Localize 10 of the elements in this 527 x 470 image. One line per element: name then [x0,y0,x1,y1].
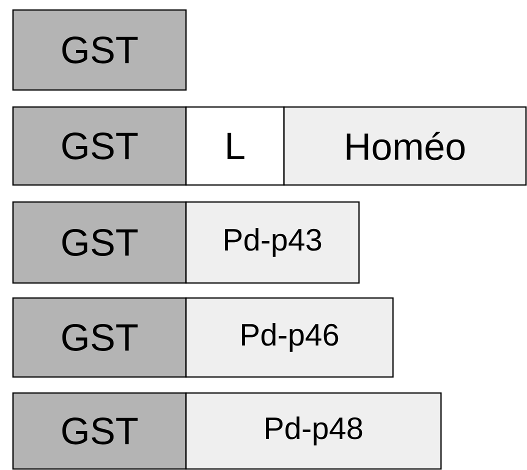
domain-box: Pd-p48 [185,392,442,470]
domain-box: GST [12,201,187,284]
domain-box: L [185,106,285,186]
domain-box: GST [12,392,187,470]
domain-box: GST [12,9,187,91]
domain-box: GST [12,106,187,186]
domain-box: Homéo [283,106,527,186]
domain-box: GST [12,297,187,378]
domain-box: Pd-p43 [185,201,360,284]
domain-box: Pd-p46 [185,297,394,378]
